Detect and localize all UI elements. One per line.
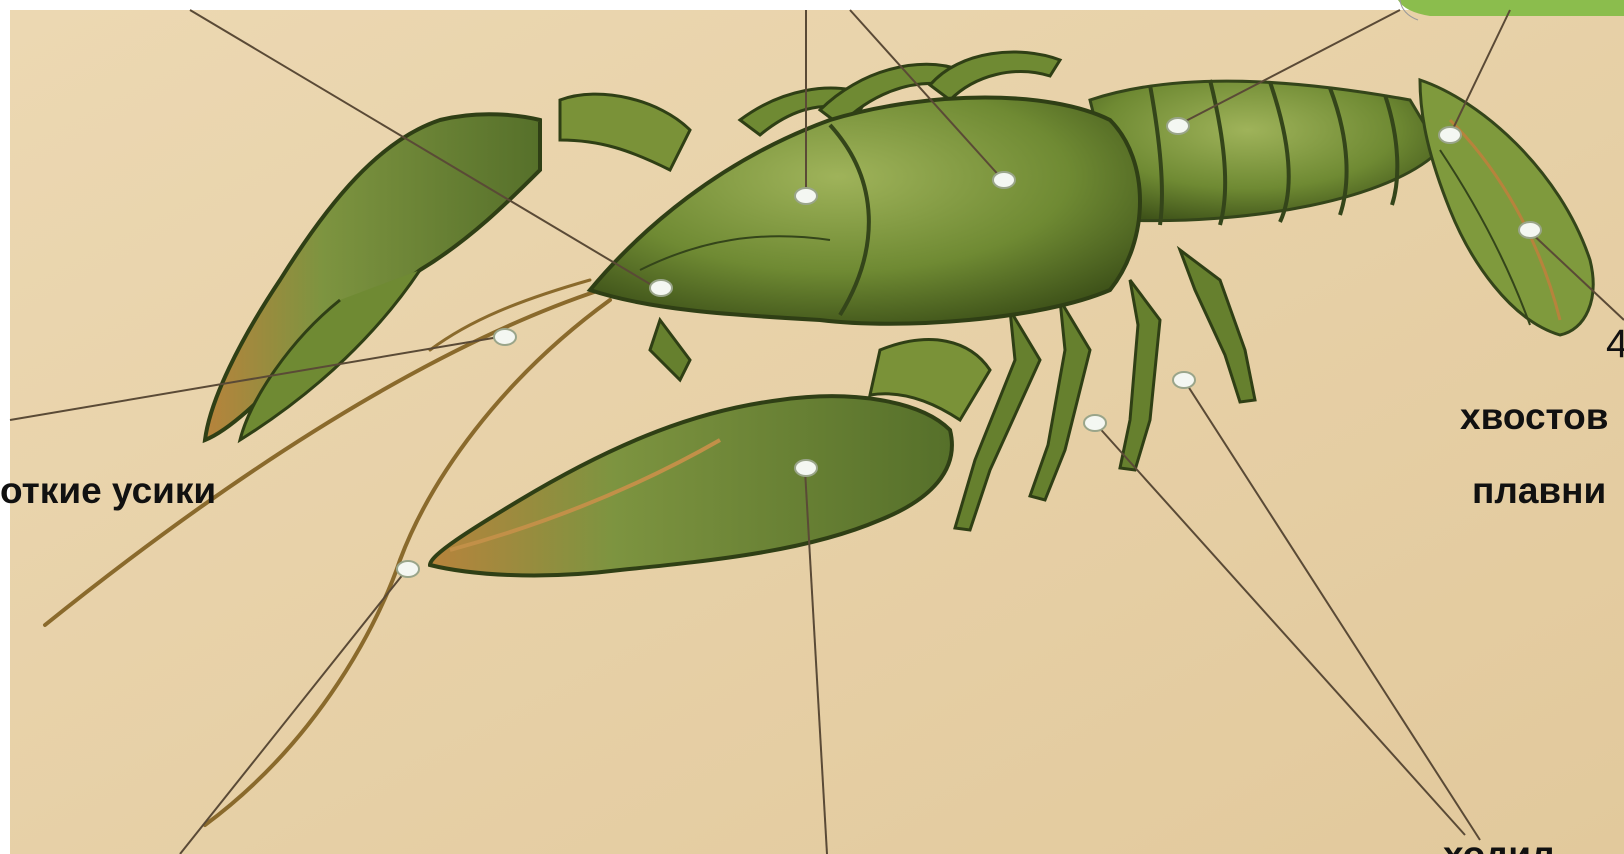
marker-dot bbox=[650, 280, 672, 296]
top-white-strip bbox=[0, 0, 1624, 10]
label-short-antennae: откие усики bbox=[0, 472, 216, 509]
marker-dot bbox=[1173, 372, 1195, 388]
marker-dot bbox=[795, 460, 817, 476]
marker-dot bbox=[397, 561, 419, 577]
marker-dot bbox=[993, 172, 1015, 188]
marker-dot bbox=[1167, 118, 1189, 134]
slide-corner-tab bbox=[1398, 0, 1624, 16]
marker-dot bbox=[1439, 127, 1461, 143]
marker-dot bbox=[795, 188, 817, 204]
marker-dot bbox=[1084, 415, 1106, 431]
label-tail-fin-line2: плавни bbox=[1472, 472, 1606, 509]
label-walking-legs-partial: ходил bbox=[1443, 836, 1555, 854]
left-white-strip bbox=[0, 0, 10, 854]
marker-dot bbox=[494, 329, 516, 345]
marker-dot bbox=[1519, 222, 1541, 238]
label-tail-fin-line1: хвостов bbox=[1460, 398, 1609, 435]
label-marker-number: 4 bbox=[1606, 324, 1624, 364]
